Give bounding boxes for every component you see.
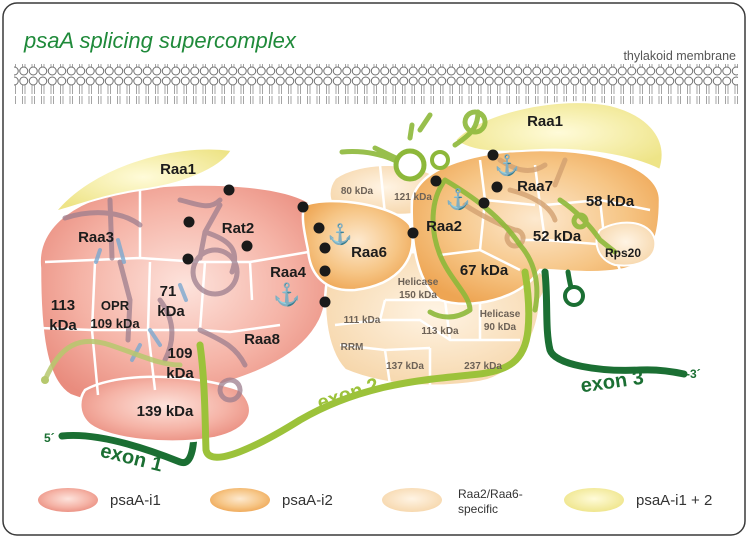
label-139: 139 kDa	[137, 403, 194, 420]
anchor-icon-raa6: ⚓	[328, 222, 353, 246]
label-67: 67 kDa	[460, 262, 509, 279]
label-121: 121 kDa	[394, 192, 432, 203]
label-71-l1: 71	[160, 283, 177, 300]
i2-rna-stemloops	[462, 157, 568, 249]
legend-label-specific-l1: Raa2/Raa6-	[458, 487, 523, 501]
label-113-l1: 113	[51, 297, 75, 314]
raa1-i1-subunit	[52, 147, 234, 214]
label-111: 111 kDa	[344, 315, 381, 326]
label-137: 137 kDa	[386, 361, 424, 372]
label-three-prime: -3´	[686, 367, 701, 381]
i2-rna-loop-mid	[430, 150, 450, 170]
psaA-i2-complex	[301, 101, 664, 388]
label-five-prime: 5´	[44, 431, 55, 445]
anchor-icon-raa2: ⚓	[446, 187, 471, 211]
label-opr-l1: OPR	[101, 298, 130, 313]
exon3-strand	[541, 268, 688, 378]
legend-swatch-specific	[382, 488, 442, 512]
label-raa1-i2: Raa1	[527, 113, 563, 130]
label-80: 80 kDa	[341, 186, 374, 197]
legend-swatch-i2	[210, 488, 270, 512]
i2-rna-green	[339, 109, 618, 320]
label-58: 58 kDa	[586, 193, 635, 210]
thylakoid-membrane	[14, 64, 738, 104]
i1-rna-stemloops	[62, 197, 248, 403]
legend-swatch-i12	[564, 488, 624, 512]
label-raa1-i1: Raa1	[160, 161, 196, 178]
raa1-i2-subunit	[453, 101, 664, 172]
i1-rna-blue	[94, 238, 188, 362]
legend: psaA-i1 psaA-i2 Raa2/Raa6- specific psaA…	[38, 487, 712, 516]
label-raa6: Raa6	[351, 244, 387, 261]
anchor-icon-raa4: ⚓	[273, 282, 300, 307]
legend-label-i2: psaA-i2	[282, 492, 333, 509]
title-text: psaA splicing supercomplex	[23, 28, 297, 53]
label-raa7: Raa7	[517, 178, 553, 195]
exon2-strand	[196, 268, 533, 461]
label-helicase90-l1: Helicase	[480, 309, 521, 320]
diagram-title: psaA splicing supercomplex	[23, 28, 297, 53]
i2-rna-loop-big	[393, 148, 427, 182]
label-raa8: Raa8	[244, 331, 280, 348]
exon3-loop-circle	[563, 285, 585, 307]
label-helicase150-l1: Helicase	[398, 277, 439, 288]
label-237: 237 kDa	[464, 361, 502, 372]
interaction-dots	[182, 149, 503, 308]
legend-label-i1: psaA-i1	[110, 492, 161, 509]
label-opr-l2: 109 kDa	[90, 316, 140, 331]
legend-swatch-i1	[38, 488, 98, 512]
label-rat2: Rat2	[222, 220, 255, 237]
legend-label-specific-l2: specific	[458, 502, 498, 516]
label-rrm: RRM	[341, 342, 364, 353]
membrane-label: thylakoid membrane	[623, 49, 736, 63]
label-113-i2: 113 kDa	[421, 326, 459, 337]
label-52: 52 kDa	[533, 228, 582, 245]
label-helicase90-l2: 90 kDa	[484, 322, 517, 333]
rps20-subunit	[595, 221, 657, 267]
anchor-icon-raa7: ⚓	[495, 153, 520, 177]
i1-rna-green	[42, 338, 183, 383]
label-raa4: Raa4	[270, 264, 307, 281]
label-rps20: Rps20	[605, 246, 641, 260]
label-113-l2: kDa	[49, 317, 77, 334]
legend-label-i12: psaA-i1 + 2	[636, 492, 712, 509]
label-109-l1: 109	[167, 345, 192, 362]
label-109-l2: kDa	[166, 365, 194, 382]
raa6-subunit	[301, 199, 414, 292]
label-71-l2: kDa	[157, 303, 185, 320]
psaA-i1-complex	[38, 147, 331, 443]
label-raa3: Raa3	[78, 229, 114, 246]
label-helicase150-l2: 150 kDa	[399, 290, 437, 301]
label-raa2: Raa2	[426, 218, 462, 235]
